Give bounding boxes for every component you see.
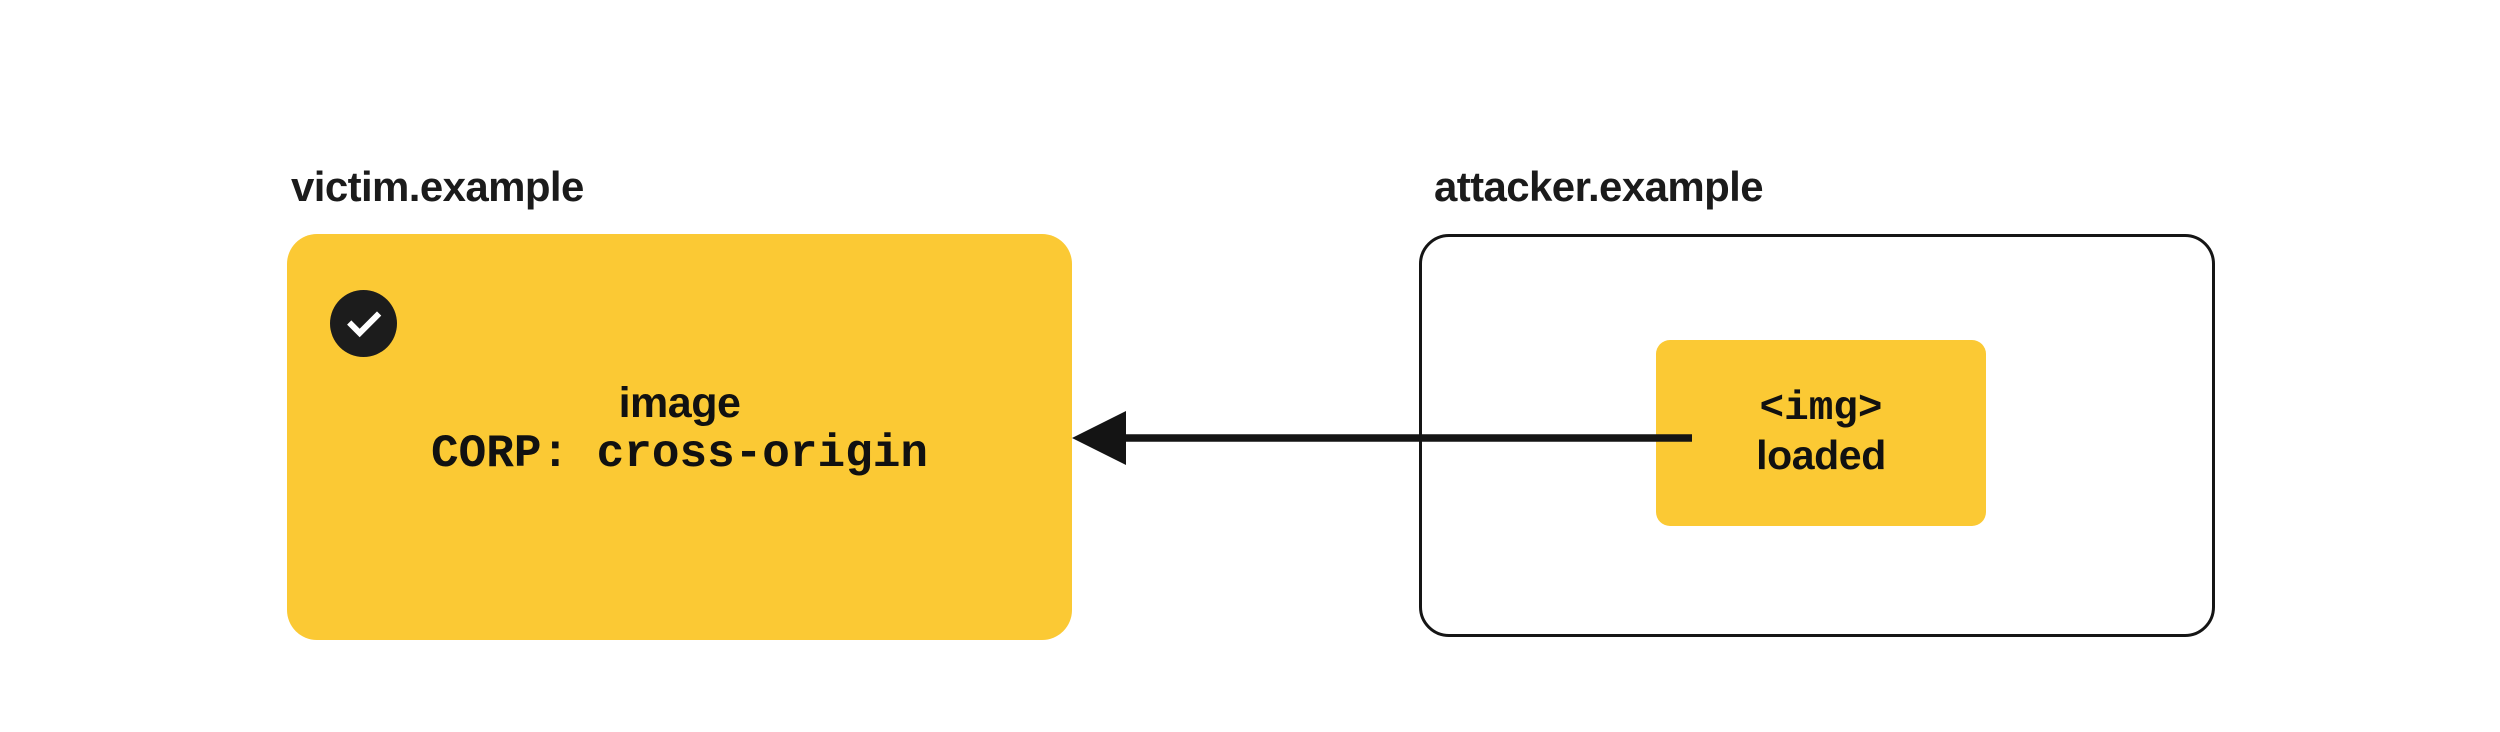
check-icon <box>330 290 397 357</box>
victim-origin-panel <box>287 234 1072 640</box>
attacker-origin-label: attacker.example <box>1434 163 1764 210</box>
resource-corp-header: CORP: cross-origin <box>431 427 928 480</box>
victim-origin-label: victim.example <box>291 163 584 210</box>
img-element-tag: <img> <box>1759 386 1883 433</box>
img-element-state: loaded <box>1756 432 1886 478</box>
attacker-img-element-card: <img> loaded <box>1656 340 1986 526</box>
victim-resource-description: image CORP: cross-origin <box>287 379 1072 482</box>
arrow-left-icon <box>1072 411 1692 465</box>
resource-name: image <box>618 379 741 427</box>
